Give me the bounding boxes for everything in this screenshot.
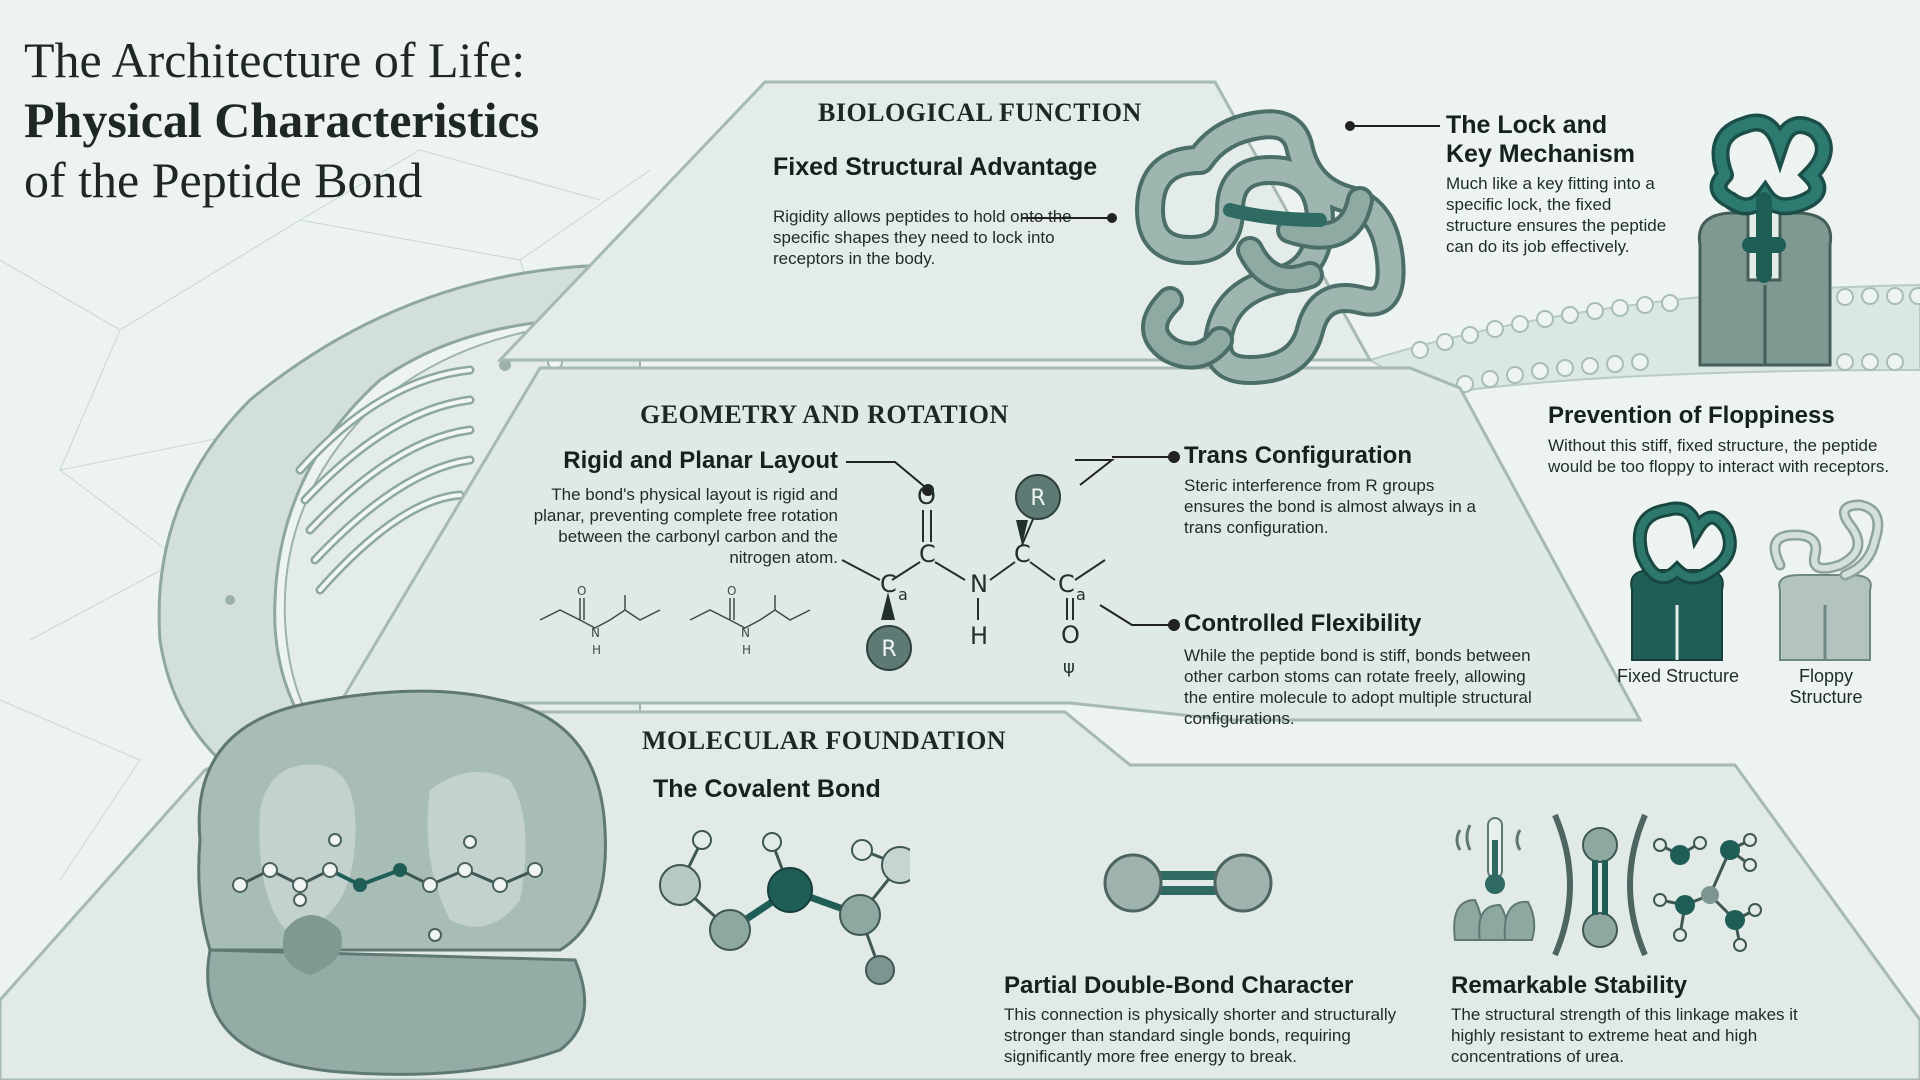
floppy-structure-icon [1769, 499, 1884, 661]
small-o-2: O [727, 584, 736, 598]
floppiness-body: Without this stiff, fixed structure, the… [1548, 436, 1890, 476]
atom-ca-right-sub: a [1076, 585, 1086, 604]
tier-heading-foundation: MOLECULAR FOUNDATION [642, 726, 1007, 755]
atom-o-top: O [917, 482, 936, 510]
atom-c-right: C [1014, 540, 1031, 568]
lock-title-line-1: The Lock and [1446, 111, 1608, 139]
floppy-structure-label: Floppy Structure [1789, 666, 1863, 707]
fixed-structure-label: Fixed Structure [1616, 666, 1740, 686]
small-o-1: O [577, 584, 586, 598]
protein-blob-illustration [197, 689, 607, 1076]
skeletal-molecules: O N H O N H [539, 584, 811, 657]
urea-molecule-icon [1653, 833, 1762, 952]
rigid-body: The bond's physical layout is rigid and … [533, 485, 838, 567]
atom-ca-left: C [880, 570, 897, 598]
atom-c-carbonyl: C [919, 540, 936, 568]
lock-title: The Lock and Key Mechanism [1446, 111, 1635, 169]
small-n-2: N [741, 626, 750, 640]
receptor-key-icon [1697, 113, 1833, 367]
atom-n: N [970, 570, 988, 598]
title-line-3: of the Peptide Bond [24, 152, 423, 208]
atom-ca-left-sub: a [898, 585, 908, 604]
rigid-title: Rigid and Planar Layout [563, 447, 838, 474]
flex-title: Controlled Flexibility [1184, 610, 1422, 637]
partial-title: Partial Double-Bond Character [1004, 972, 1354, 999]
function-subtitle: Fixed Structural Advantage [773, 153, 1098, 181]
stability-title: Remarkable Stability [1451, 972, 1688, 999]
r-group-right: R [1030, 486, 1045, 511]
flex-body: While the peptide bond is stiff, bonds b… [1184, 646, 1532, 728]
heat-thermometer-icon [1453, 813, 1648, 957]
psi-label: ψ [1063, 657, 1075, 678]
trans-title: Trans Configuration [1184, 442, 1412, 469]
small-h-2: H [742, 643, 751, 657]
page-title: The Architecture of Life: Physical Chara… [24, 30, 704, 210]
atom-o-bottom: O [1061, 621, 1080, 649]
peptide-backbone-diagram: O C N H C C a C a O ψ R R [841, 474, 1106, 678]
title-line-1: The Architecture of Life: [24, 32, 526, 88]
double-bond-icon [1103, 853, 1273, 913]
atom-h: H [970, 622, 988, 650]
covalent-title: The Covalent Bond [653, 775, 881, 803]
stability-body: The structural strength of this linkage … [1451, 1005, 1798, 1066]
r-group-left: R [881, 637, 896, 662]
partial-body: This connection is physically shorter an… [1004, 1005, 1397, 1066]
membrane-beads [1411, 287, 1920, 399]
small-h-1: H [592, 643, 601, 657]
lock-body: Much like a key fitting into a specific … [1446, 174, 1667, 256]
fixed-structure-icon [1630, 501, 1737, 661]
tier-top [496, 80, 1373, 362]
folded-protein-icon [1135, 109, 1406, 385]
floppiness-title: Prevention of Floppiness [1548, 402, 1835, 429]
small-n-1: N [591, 626, 600, 640]
lock-title-line-2: Key Mechanism [1446, 140, 1635, 168]
ball-stick-molecule-icon [659, 830, 910, 985]
tier-heading-function: BIOLOGICAL FUNCTION [818, 98, 1142, 127]
atom-ca-right: C [1058, 570, 1075, 598]
title-line-2: Physical Characteristics [24, 92, 540, 148]
trans-body: Steric interference from R groups ensure… [1184, 476, 1476, 537]
tier-heading-geometry: GEOMETRY AND ROTATION [640, 400, 1009, 429]
function-body: Rigidity allows peptides to hold onto th… [773, 207, 1072, 268]
